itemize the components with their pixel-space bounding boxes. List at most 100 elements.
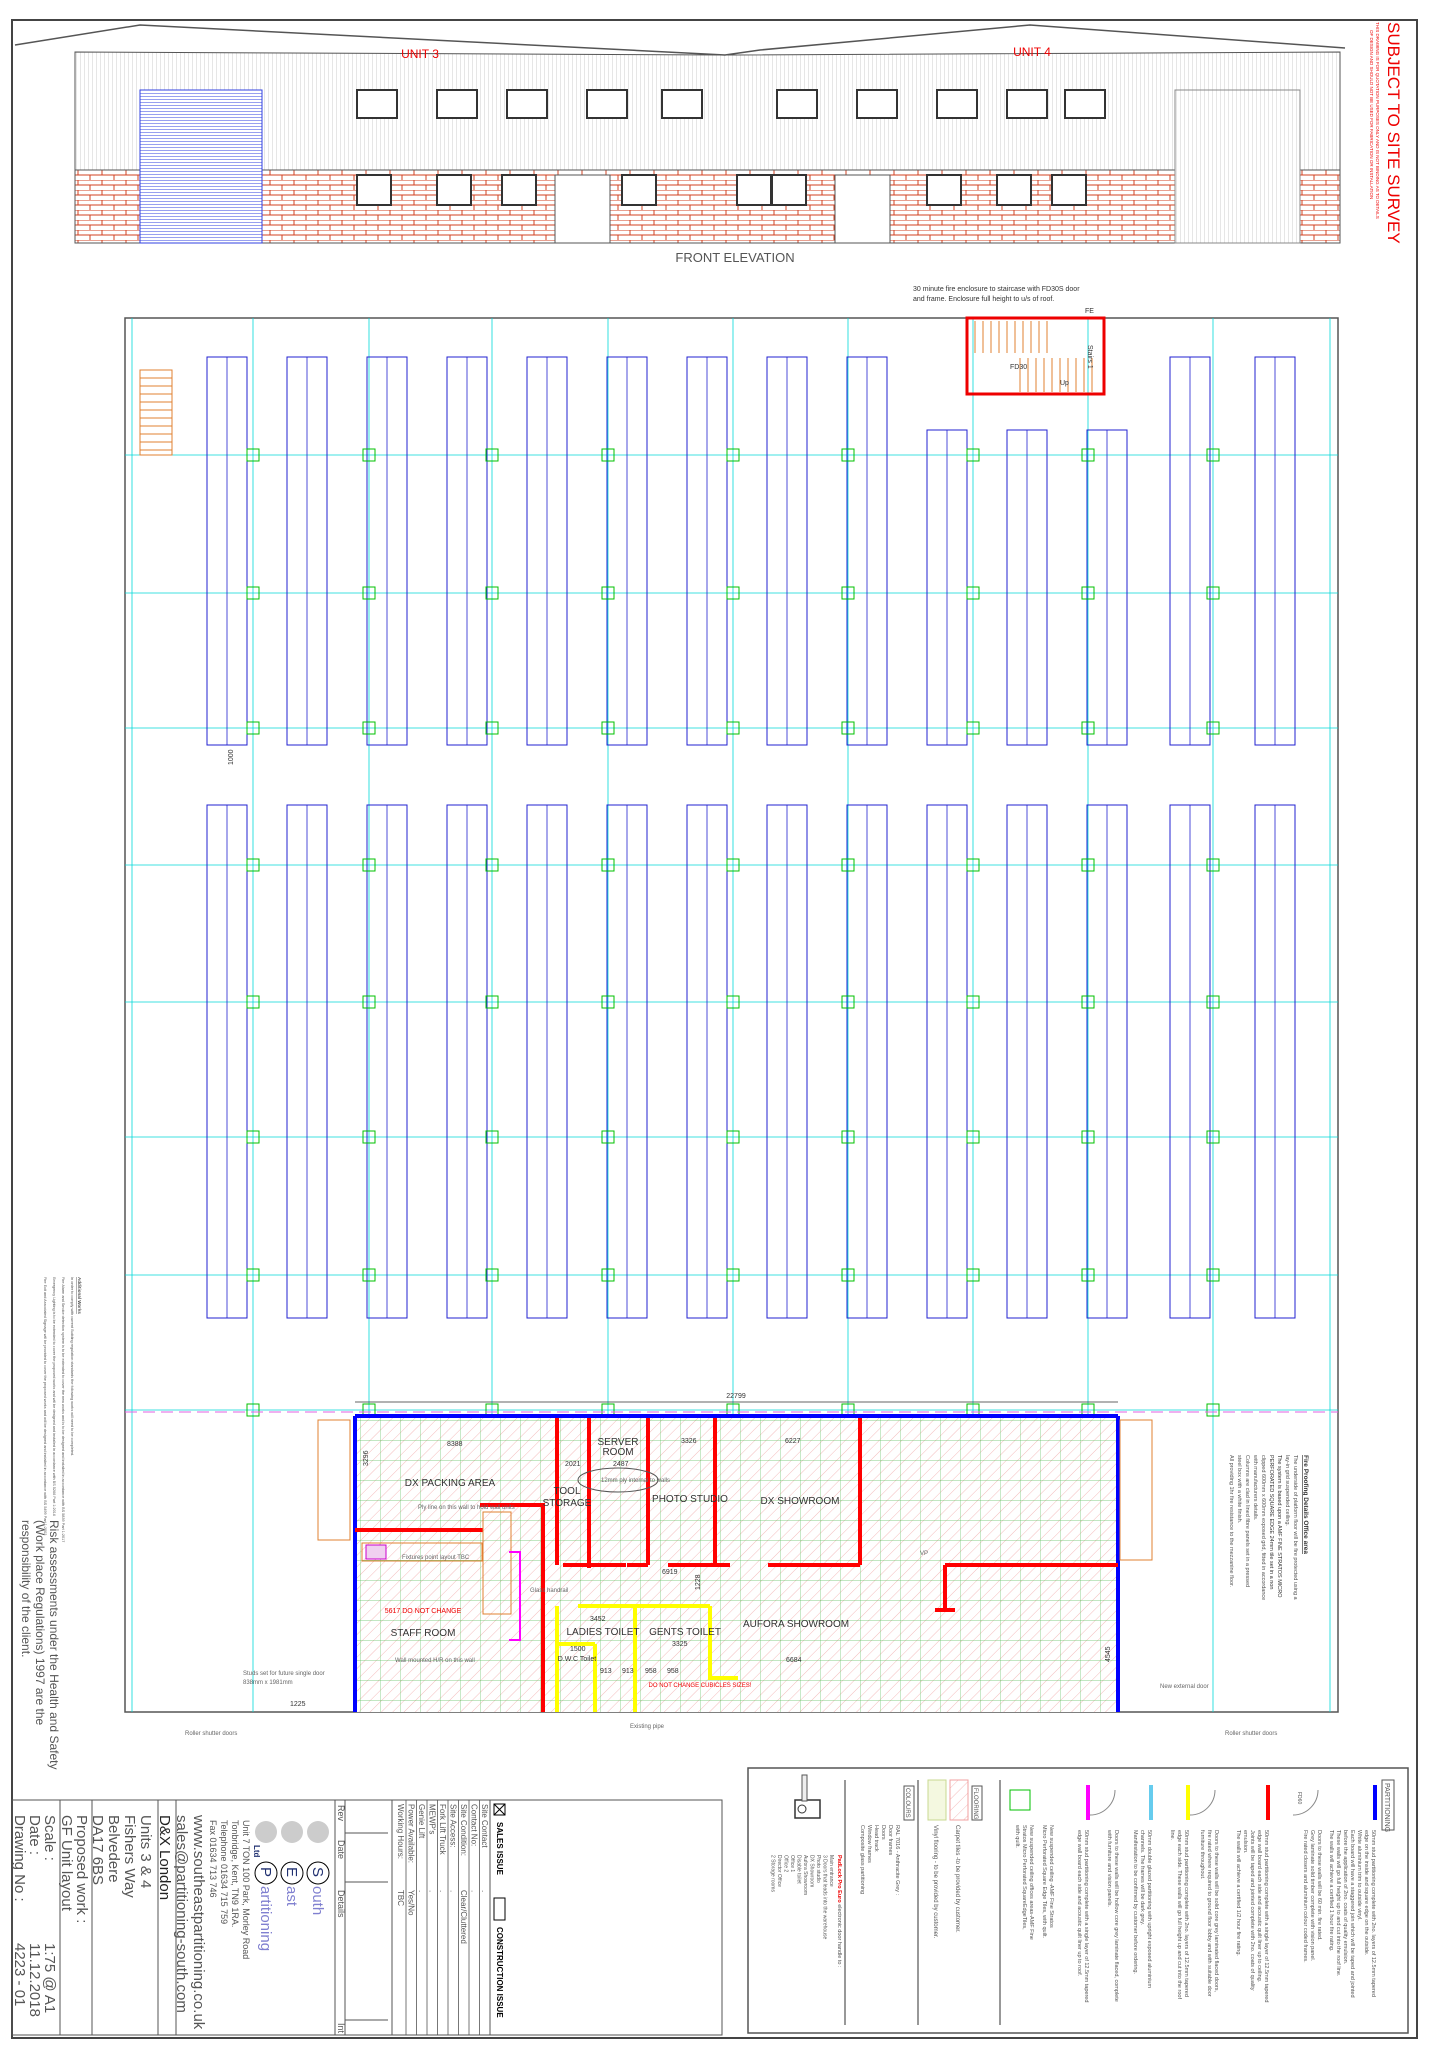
column-marker bbox=[246, 858, 260, 872]
logo-letter-p: P bbox=[257, 1867, 274, 1877]
padlock-desc: electronic door handle to : bbox=[836, 1903, 842, 1968]
logo-partitioning: artitioning bbox=[257, 1886, 274, 1951]
column-marker bbox=[485, 721, 499, 735]
construction-issue-checkbox[interactable] bbox=[493, 1897, 506, 1921]
red-walls bbox=[355, 1418, 1118, 1712]
legend-partition-text: before the application of 2no. coats of … bbox=[1342, 1830, 1348, 1965]
column-marker bbox=[841, 995, 855, 1009]
site-row-value: . bbox=[428, 1890, 437, 1892]
column-marker bbox=[601, 858, 615, 872]
column-marker bbox=[1081, 721, 1095, 735]
column-marker bbox=[246, 1130, 260, 1144]
legend-door-text: Doors to these walls will be hollow core… bbox=[1113, 1830, 1119, 2002]
site-address-line: Belvedere bbox=[105, 1815, 122, 1883]
site-row-label: MEWP's bbox=[428, 1804, 437, 1834]
legend-partition-text: edge wall board each side and acoustic q… bbox=[1076, 1830, 1082, 1977]
dim-8388: 8388 bbox=[447, 1441, 463, 1448]
title-block: Scale : 1:75 @ A1 Date : 11.12.2018 Draw… bbox=[11, 1799, 723, 2036]
elevation-window bbox=[996, 174, 1032, 206]
site-row-value: . bbox=[417, 1890, 426, 1892]
logo-south: outh bbox=[309, 1886, 326, 1915]
note-vp: VP bbox=[920, 1551, 928, 1557]
legend-partition-text: 50mm double glazed partitioning with upr… bbox=[1146, 1830, 1152, 1988]
legend-ceiling-text: Micro Perforated Square Edge Tiles, with… bbox=[1041, 1825, 1047, 1939]
colours-title: COLOURS bbox=[904, 1788, 910, 1818]
legend-door-text: Doors to these walls will be solid core … bbox=[1213, 1830, 1219, 1992]
column-marker bbox=[1206, 1130, 1220, 1144]
note-glass-handrail: Glass handrail bbox=[530, 1588, 568, 1594]
column-marker bbox=[1081, 1130, 1095, 1144]
column-marker bbox=[966, 1268, 980, 1282]
column-marker bbox=[841, 1130, 855, 1144]
site-row-label: Contact No: bbox=[470, 1804, 479, 1846]
column-marker bbox=[1081, 995, 1095, 1009]
ceiling-grid-icon bbox=[1009, 1789, 1031, 1811]
risk-assessment-line: Risk assessments under the Health and Sa… bbox=[47, 1520, 61, 1769]
room-server-2: ROOM bbox=[602, 1447, 633, 1458]
site-row-label: Working Hours: bbox=[396, 1804, 405, 1859]
proposed-work-value: GF Unit layout bbox=[58, 1815, 75, 1912]
risk-assessment-line: responsibility of the client. bbox=[19, 1520, 33, 1657]
elevation-window bbox=[586, 89, 628, 119]
column-marker bbox=[362, 995, 376, 1009]
dim-1225: 1225 bbox=[290, 1701, 306, 1708]
stair-door-label: FD30 bbox=[1010, 364, 1027, 371]
elevation-title: FRONT ELEVATION bbox=[675, 250, 794, 265]
column-marker bbox=[362, 586, 376, 600]
column-marker bbox=[1206, 448, 1220, 462]
legend-ceiling-text: New suspended ceiling -AMF Fine Stratos bbox=[1048, 1825, 1054, 1928]
fd60-label: FD60 bbox=[1296, 1792, 1302, 1804]
door-swing-icon bbox=[1292, 1789, 1319, 1816]
site-row-value: Clear/Cluttered bbox=[459, 1890, 468, 1944]
additional-works-note: Additional Works In order to comply with… bbox=[43, 1277, 82, 1542]
column-marker bbox=[362, 858, 376, 872]
risk-assessment-line: (Work place Regulations) 1997 are the bbox=[33, 1520, 47, 1726]
logo-ltd: Ltd bbox=[252, 1845, 261, 1858]
column-marker bbox=[1081, 1268, 1095, 1282]
column-marker bbox=[1206, 995, 1220, 1009]
column-marker bbox=[485, 1268, 499, 1282]
column-marker bbox=[362, 1268, 376, 1282]
legend-partition-text: Joints will be taped and jointed complet… bbox=[1249, 1830, 1255, 1991]
elevation-window bbox=[856, 89, 898, 119]
dim-6227: 6227 bbox=[785, 1438, 801, 1445]
sales-issue-checkbox[interactable] bbox=[493, 1803, 506, 1816]
dim-6919: 6919 bbox=[662, 1569, 678, 1576]
padlock-item: Photo studio bbox=[815, 1855, 821, 1883]
legend-door-text: fire rated where required to ground floo… bbox=[1206, 1830, 1212, 1997]
room-server-1: SERVER bbox=[598, 1437, 639, 1448]
legend-partition-text: edge wall board each side and acoustic q… bbox=[1256, 1830, 1262, 1983]
roller-shutter-unit3 bbox=[139, 89, 263, 244]
site-row-value: . bbox=[438, 1890, 447, 1892]
column-marker bbox=[841, 721, 855, 735]
column-marker bbox=[485, 1130, 499, 1144]
dim-4545: 4545 bbox=[1105, 1646, 1112, 1662]
sales-issue-label: SALES ISSUE bbox=[495, 1822, 504, 1876]
padlock-item: Office 2 bbox=[783, 1855, 789, 1872]
colours-title-box bbox=[903, 1785, 915, 1821]
logo-letter-s: S bbox=[309, 1867, 326, 1877]
fire-proofing-line: with manufacturers details. bbox=[1252, 1454, 1258, 1521]
fire-extinguisher-label: FE bbox=[1085, 308, 1094, 315]
date-value: 11.12.2018 bbox=[26, 1943, 43, 2017]
column-marker bbox=[726, 995, 740, 1009]
site-row-label: Fork Lift Truck bbox=[438, 1804, 447, 1856]
column-marker bbox=[726, 721, 740, 735]
partitioning-title: PARTITIONING bbox=[1383, 1783, 1390, 1832]
flooring-vinyl: Vinyl flooring - to be provided by custo… bbox=[932, 1825, 938, 1939]
company-website[interactable]: www.southeastpartitioning.co.uk bbox=[190, 1814, 207, 2030]
column-marker bbox=[841, 448, 855, 462]
int-header: Int bbox=[336, 2023, 346, 2034]
column-marker bbox=[966, 721, 980, 735]
column-marker bbox=[1081, 586, 1095, 600]
site-address-line: DA17 6BS bbox=[89, 1815, 106, 1885]
side-stair-right bbox=[1119, 1419, 1153, 1561]
yellow-walls bbox=[555, 1604, 738, 1712]
column-marker bbox=[1206, 1403, 1220, 1417]
fire-proofing-line: The system is based upon a AMF FINE STRA… bbox=[1276, 1455, 1282, 1598]
padlock-item: Director Office bbox=[776, 1855, 782, 1887]
dim-3326: 3326 bbox=[681, 1438, 697, 1445]
column-marker bbox=[601, 995, 615, 1009]
company-email[interactable]: sales@partitioning-south.com bbox=[173, 1815, 190, 2013]
